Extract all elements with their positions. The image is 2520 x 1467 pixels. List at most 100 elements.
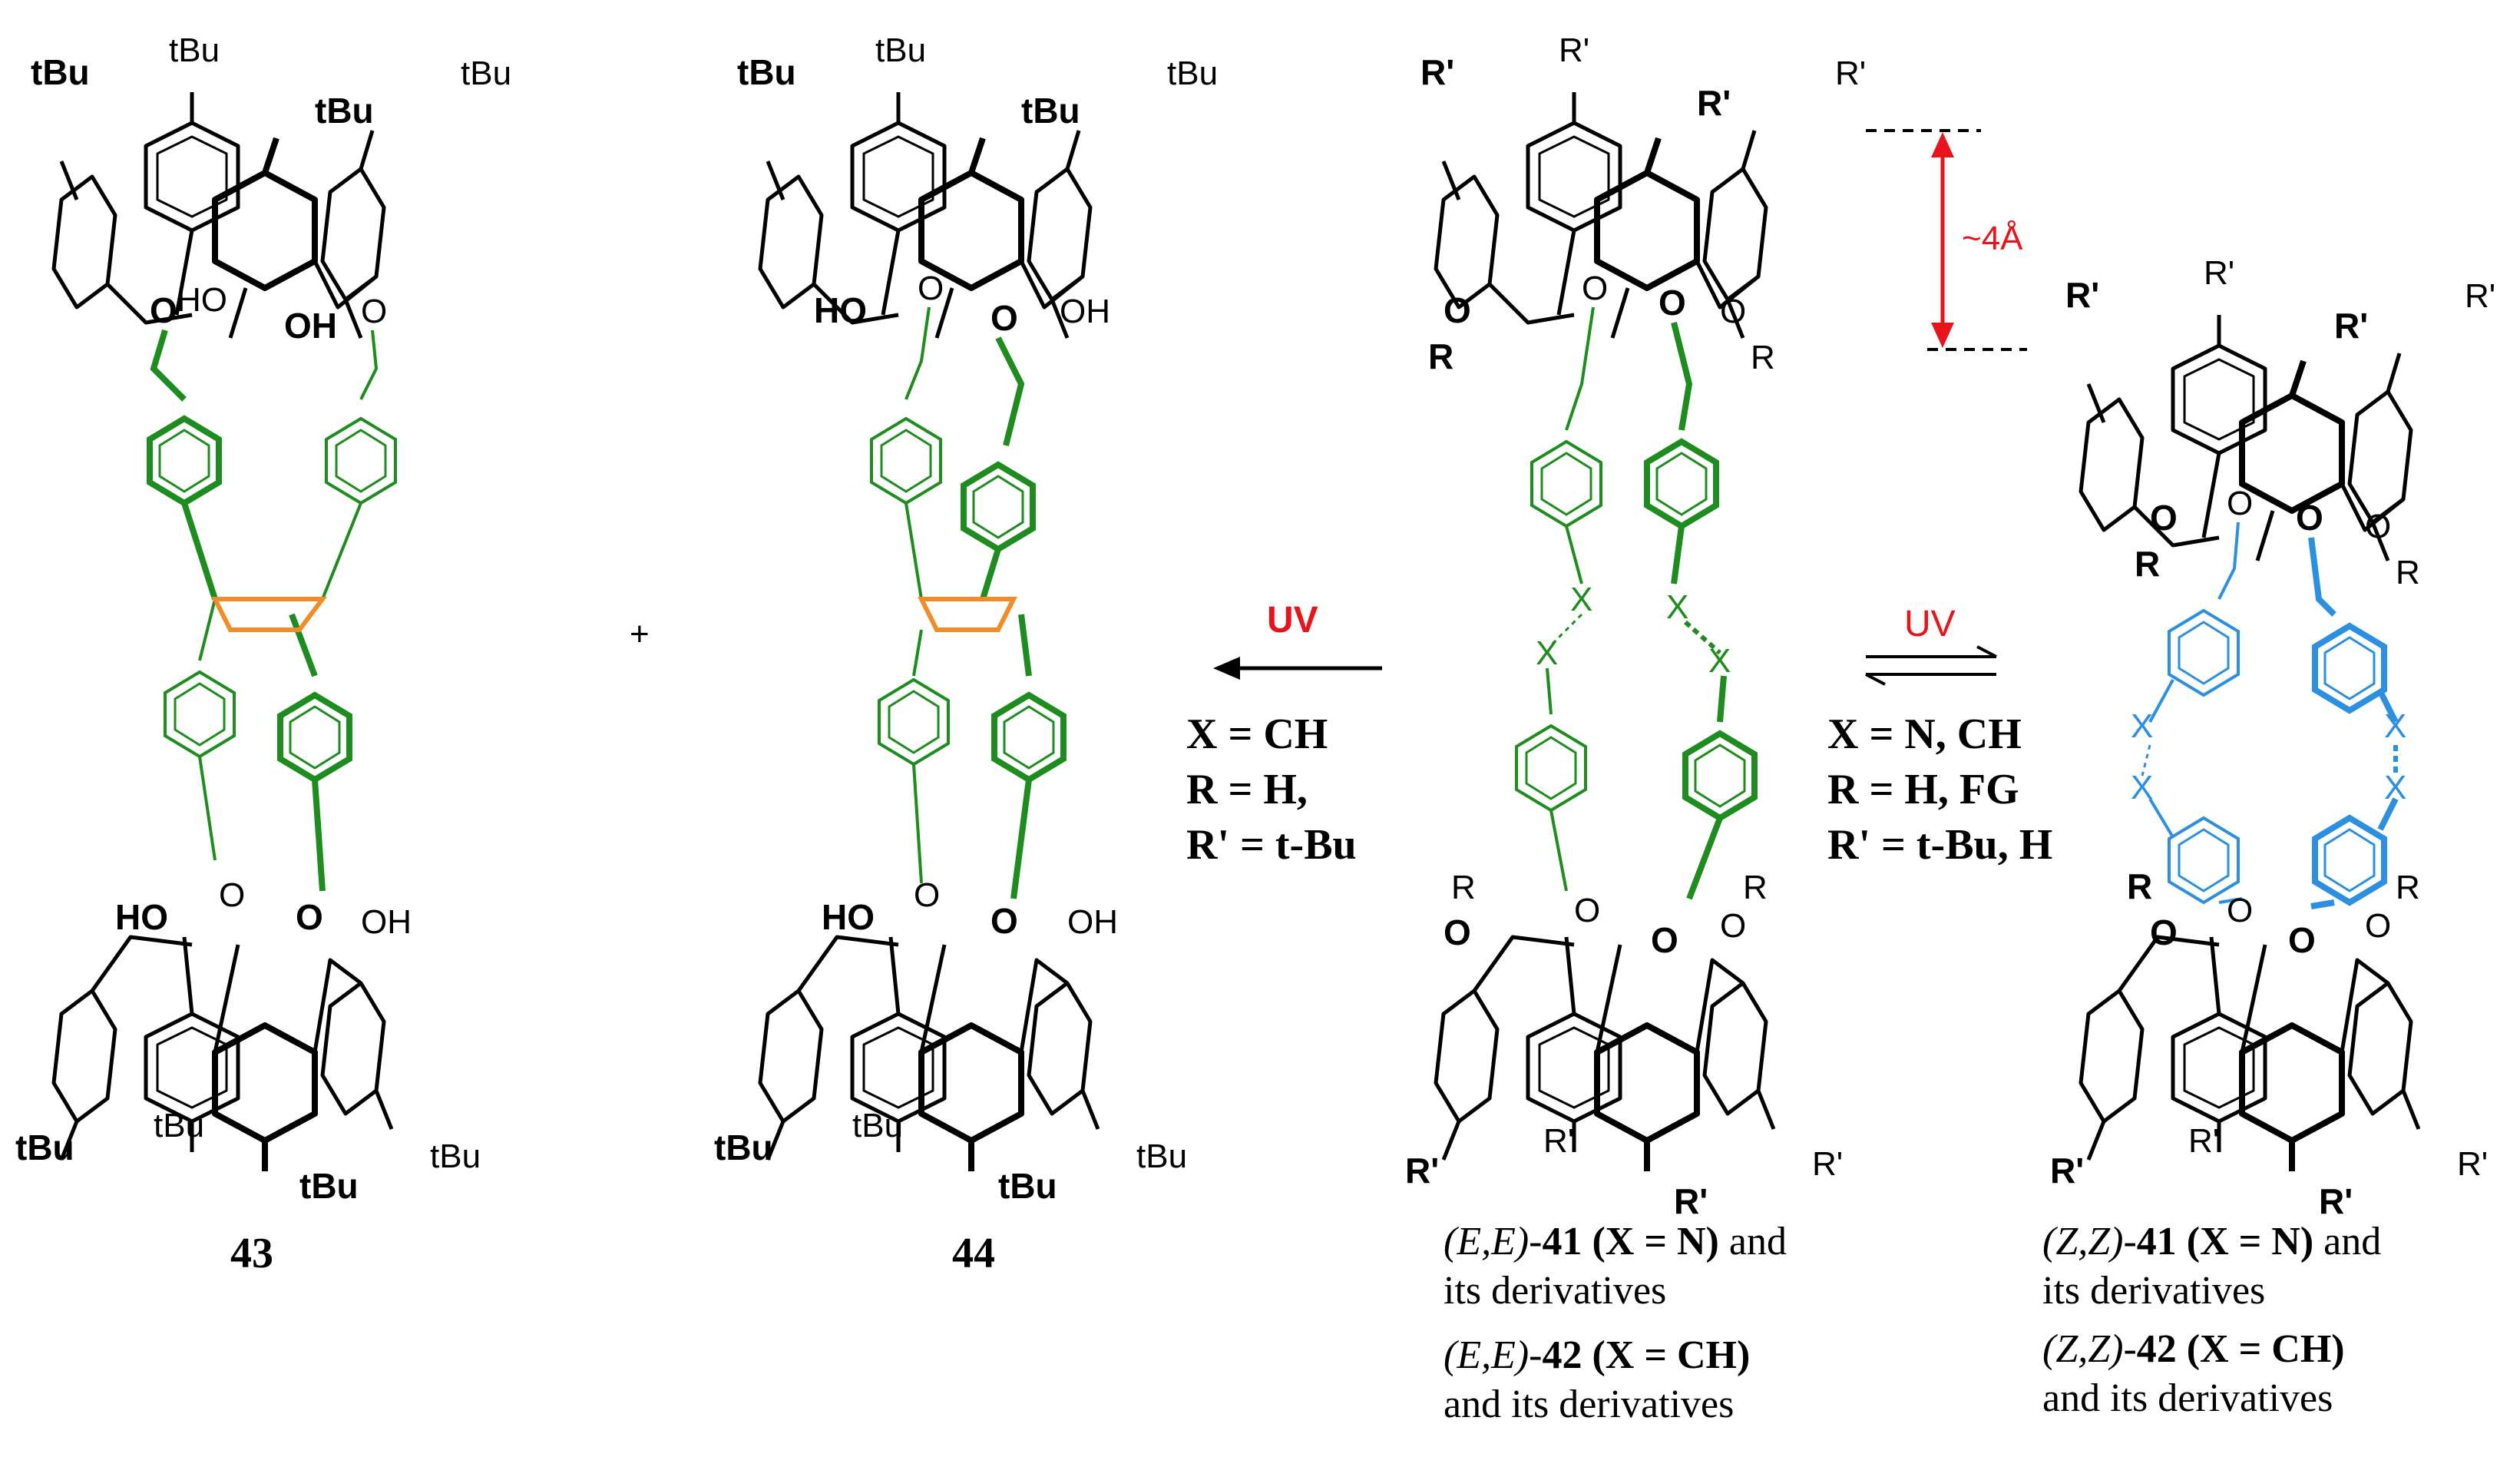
oh-label: HO [822, 897, 875, 937]
oh-label: OH [284, 306, 337, 346]
tbu-label: tBu [315, 91, 374, 131]
r-prime-label: R' [1543, 1122, 1574, 1160]
r-prime-label: R' [1835, 55, 1866, 92]
tbu-label: tBu [737, 52, 796, 92]
tbu-label: tBu [15, 1128, 74, 1167]
r-prime-label: R' [2065, 275, 2099, 315]
ether-o: O [1444, 290, 1471, 330]
uv-arrow-left [1213, 657, 1382, 680]
oh-label: OH [1067, 903, 1118, 941]
bridge-condition: (X = N) [1592, 1220, 1719, 1263]
tbu-label: tBu [31, 52, 90, 92]
r-prime-label: R' [2204, 254, 2234, 292]
caption-line-2: its derivatives [1444, 1269, 1667, 1313]
r-prime-label: R' [1405, 1151, 1439, 1190]
distance-label: ~4Å [1962, 220, 2023, 257]
tbu-label: tBu [714, 1128, 773, 1167]
x-label: X [1536, 634, 1558, 672]
x-label: X [2384, 707, 2406, 745]
condition-line: R' = t-Bu [1186, 821, 1357, 869]
compound-number-44: 44 [952, 1230, 995, 1277]
equilibrium-arrows [1865, 645, 1997, 686]
calix-bottom-43 [54, 937, 392, 1171]
ether-o: O [2227, 892, 2253, 929]
compound-ref: 41 [2136, 1220, 2177, 1263]
r-label: R [2396, 554, 2420, 591]
x-label: X [1666, 588, 1688, 626]
compound-ref: 42 [2136, 1327, 2177, 1371]
tbu-label: tBu [1136, 1138, 1187, 1175]
r-label: R [1751, 339, 1775, 376]
condition-line: X = CH [1186, 710, 1328, 758]
compound-44: tBu tBu tBu tBu HO OH O O O O HO OH tBu … [714, 31, 1218, 1206]
plus-sign: + [630, 615, 650, 653]
ether-o: O [1659, 283, 1686, 323]
r-prime-label: R' [2334, 306, 2368, 346]
tbu-label: tBu [998, 1166, 1057, 1206]
calix-bottom-44 [760, 937, 1098, 1171]
ether-o: O [150, 290, 177, 330]
x-label: X [2384, 769, 2406, 806]
tbu-label: tBu [1021, 91, 1080, 131]
caption-text: and [1728, 1220, 1787, 1263]
bridge-condition: (X = N) [2186, 1220, 2314, 1263]
ether-o: O [2150, 498, 2178, 538]
condition-line: R' = t-Bu, H [1827, 821, 2053, 869]
tbu-label: tBu [299, 1166, 359, 1206]
bridge-condition: (X = CH) [1592, 1333, 1751, 1377]
ether-o: O [2227, 485, 2253, 522]
stereo-prefix: (Z,Z)- [2042, 1327, 2137, 1371]
oh-label: HO [814, 290, 867, 330]
tbu-label: tBu [154, 1107, 204, 1144]
ether-o: O [2296, 498, 2323, 538]
stereo-prefix: (E,E)- [1444, 1220, 1543, 1263]
ether-o: O [1582, 270, 1608, 307]
ether-o: O [1444, 912, 1471, 952]
bridge-condition: (X = CH) [2186, 1327, 2345, 1371]
caption-line-3: (Z,Z)-42 (X = CH) [2042, 1325, 2381, 1374]
ether-o: O [2150, 912, 2178, 952]
r-label: R [2135, 544, 2160, 584]
tbu-label: tBu [875, 31, 926, 69]
ether-o: O [914, 876, 940, 914]
r-label: R [2396, 869, 2420, 906]
uv-label-left: UV [1267, 600, 1318, 641]
ether-o: O [990, 298, 1018, 338]
tbu-label: tBu [169, 31, 220, 69]
r-prime-label: R' [1812, 1145, 1843, 1183]
r-prime-label: R' [2188, 1122, 2219, 1160]
caption-line-3: (E,E)-42 (X = CH) [1444, 1331, 1787, 1380]
caption-ee: (E,E)-41 (X = N) and its derivatives (E,… [1444, 1217, 1787, 1429]
ether-o: O [1720, 907, 1746, 945]
r-prime-label: R' [1674, 1181, 1708, 1221]
compound-ref: 42 [1542, 1333, 1582, 1377]
r-label: R [1451, 869, 1476, 906]
oh-label: HO [115, 897, 168, 937]
condition-line: R = H, [1186, 766, 1308, 813]
compound-43: tBu tBu tBu tBu HO OH O O O O HO OH tB [15, 31, 511, 1206]
r-prime-label: R' [2050, 1151, 2084, 1190]
ether-o: O [1574, 892, 1600, 929]
uv-label-right: UV [1904, 604, 1956, 644]
oh-label: HO [177, 281, 227, 319]
r-prime-label: R' [2319, 1181, 2353, 1221]
ether-o: O [2365, 907, 2391, 945]
r-label: R [1428, 336, 1453, 376]
cyclobutane [211, 597, 327, 632]
tbu-label: tBu [852, 1107, 903, 1144]
condition-line: R = H, FG [1827, 766, 2019, 813]
caption-line-2: its derivatives [2042, 1269, 2266, 1313]
cyclobutane [918, 597, 1017, 632]
tbu-label: tBu [461, 55, 511, 92]
compound-ee-41: R' R' R' R' O R O O O R X X X X R [1405, 31, 1866, 1221]
stereo-prefix: (E,E)- [1444, 1333, 1543, 1377]
r-label: R [2127, 866, 2152, 906]
oh-label: OH [361, 903, 412, 941]
conditions-right: X = N, CH R = H, FG R' = t-Bu, H [1827, 707, 2052, 873]
ether-o: O [1720, 293, 1746, 330]
conditions-left: X = CH R = H, R' = t-Bu [1186, 707, 1357, 873]
caption-line-1: (E,E)-41 (X = N) and [1444, 1217, 1787, 1267]
ether-o: O [990, 901, 1018, 941]
ether-o: O [2288, 920, 2316, 960]
ether-o: O [2365, 508, 2391, 545]
